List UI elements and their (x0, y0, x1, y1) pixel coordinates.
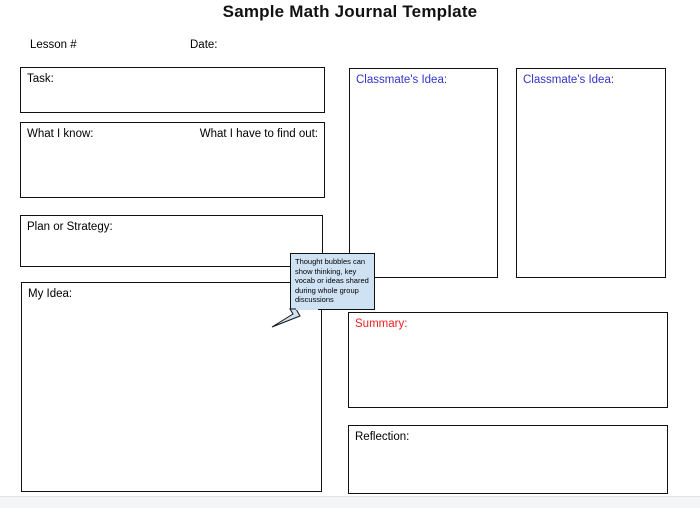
classmate-idea-label-1: Classmate's Idea: (356, 74, 448, 86)
plan-or-strategy-box: Plan or Strategy: (20, 215, 323, 267)
task-label: Task: (27, 73, 54, 85)
summary-box: Summary: (348, 312, 668, 408)
classmate-idea-label-2: Classmate's Idea: (523, 74, 615, 86)
what-i-know-label: What I know: (27, 128, 94, 140)
reflection-box: Reflection: (348, 425, 668, 494)
lesson-number-label: Lesson # (30, 39, 77, 51)
summary-label: Summary: (355, 318, 408, 330)
thought-bubble-text: Thought bubbles can show thinking, key v… (295, 257, 369, 304)
thought-bubble-callout: Thought bubbles can show thinking, key v… (290, 253, 375, 310)
plan-or-strategy-label: Plan or Strategy: (27, 221, 113, 233)
reflection-label: Reflection: (355, 431, 410, 443)
classmate-idea-box-1: Classmate's Idea: (349, 68, 498, 278)
callout-tail-pointer (271, 307, 318, 328)
task-box: Task: (20, 67, 325, 113)
my-idea-box: My Idea: (21, 282, 322, 492)
what-to-find-out-label: What I have to find out: (199, 128, 318, 140)
what-i-know-box: What I know: What I have to find out: (20, 122, 325, 198)
page-title: Sample Math Journal Template (222, 2, 478, 21)
my-idea-label: My Idea: (28, 288, 73, 300)
classmate-idea-box-2: Classmate's Idea: (516, 68, 666, 278)
bottom-page-edge (0, 496, 700, 508)
date-label: Date: (190, 39, 218, 51)
